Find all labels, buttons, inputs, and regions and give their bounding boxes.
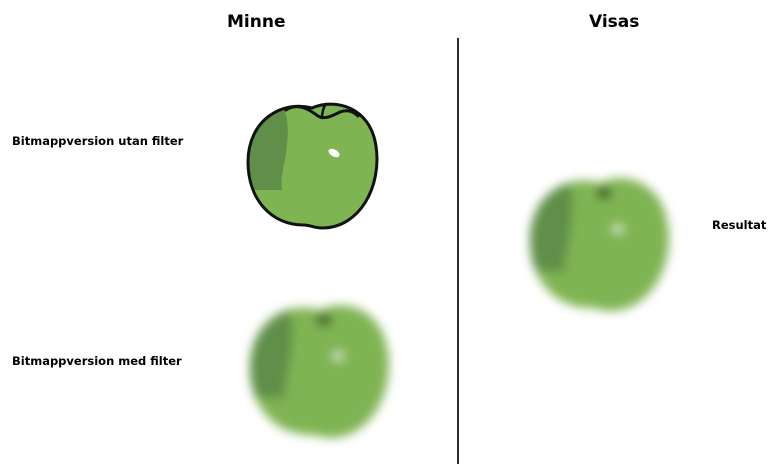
result-label: Resultat: [712, 218, 766, 232]
display-column-heading: Visas: [589, 12, 639, 32]
column-divider: [457, 38, 459, 464]
unfiltered-bitmap-label: Bitmappversion utan filter: [12, 134, 183, 148]
apple-unfiltered-icon: [242, 94, 382, 234]
memory-column-heading: Minne: [227, 12, 285, 32]
apple-filtered-icon: [240, 290, 400, 450]
filtered-bitmap-label: Bitmappversion med filter: [12, 354, 182, 368]
apple-result-icon: [520, 163, 680, 323]
